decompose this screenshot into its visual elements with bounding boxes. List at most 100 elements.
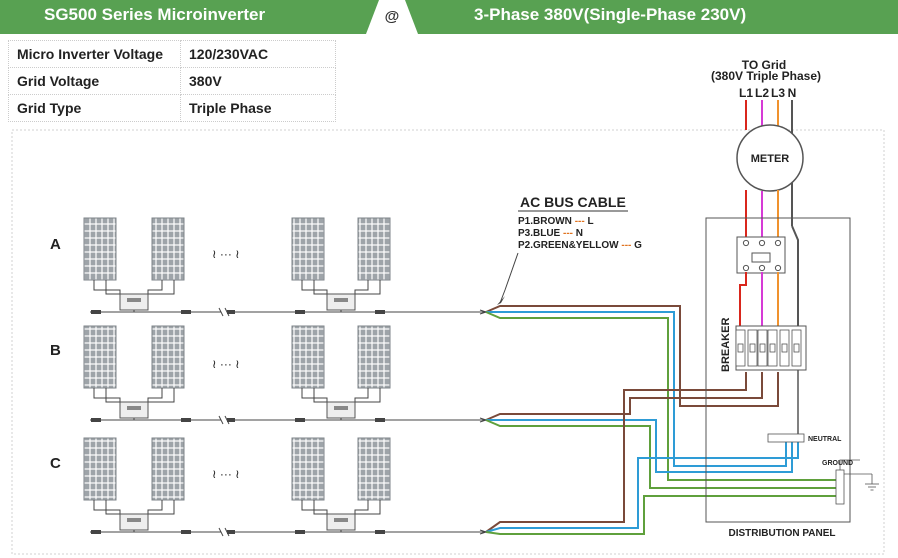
solar-panel: [291, 325, 325, 389]
trunk-connector-icon: [375, 418, 385, 422]
solar-panel: [291, 437, 325, 501]
header-bar: SG500 Series Microinverter @ 3-Phase 380…: [0, 0, 898, 34]
breaker-block: [735, 325, 860, 504]
trunk-connector-icon: [181, 530, 191, 534]
cable-legend-line: P3.BLUE --- N: [518, 228, 583, 239]
bus-wire-l-row-b: [485, 372, 763, 421]
trunk-connector-icon: [225, 310, 235, 314]
spec-value: Triple Phase: [180, 94, 336, 122]
solar-panel: [357, 325, 391, 389]
terminal-icon: [774, 239, 782, 247]
ground-feed-wire: [839, 459, 860, 470]
panel-label: DISTRIBUTION PANEL: [728, 528, 835, 539]
cable-code: G: [634, 240, 642, 251]
dc-lead: [313, 388, 333, 403]
dc-lead: [105, 388, 126, 403]
cable-color-name: P1.BROWN: [518, 216, 572, 227]
cable-color-name: P3.BLUE: [518, 228, 561, 239]
cable-legend-line: P2.GREEN&YELLOW --- G: [518, 240, 642, 251]
solar-panel: [357, 437, 391, 501]
spec-label: Grid Voltage: [8, 67, 181, 95]
dc-lead: [142, 280, 175, 295]
breaker-label: BREAKER: [720, 318, 732, 372]
row-label-c: C: [50, 455, 61, 472]
dc-lead: [354, 388, 369, 404]
cable-pointer-arrow: [497, 296, 505, 305]
trunk-connector-icon: [295, 418, 305, 422]
breaker-toggle-icon: [781, 343, 788, 353]
spec-label: Grid Type: [8, 94, 181, 122]
row-label-b: B: [50, 342, 61, 359]
solar-panel: [83, 437, 117, 501]
trunk-break-icon: [224, 527, 230, 537]
cable-code: L: [587, 216, 593, 227]
bus-wire-l-row-c: [485, 372, 747, 533]
cable-legend: P1.BROWN --- L P3.BLUE --- N P2.GREEN&YE…: [518, 216, 642, 251]
wire-fanout: [479, 309, 487, 313]
header-title-right: 3-Phase 380V(Single-Phase 230V): [474, 5, 747, 24]
dc-lead: [349, 388, 381, 403]
trunk-break-icon: [221, 309, 227, 315]
microinverter-label-icon: [127, 298, 141, 302]
spec-row: Grid Type Triple Phase: [8, 94, 336, 122]
trunk-connector-icon: [91, 310, 101, 314]
bus-wire-n-row-c: [485, 436, 799, 533]
solar-panel: [83, 217, 117, 281]
ground-bar: [835, 469, 845, 505]
neutral-bar: [767, 433, 805, 443]
dc-lead: [142, 500, 175, 515]
trunk-connector-icon: [91, 418, 101, 422]
trunk-connector-icon: [181, 310, 191, 314]
spec-row: Grid Voltage 380V: [8, 67, 336, 95]
phase-label-l3: L3: [771, 86, 785, 100]
microinverter-label-icon: [334, 518, 348, 522]
bus-wire-n-row-b: [486, 419, 793, 473]
wire-fanout: [479, 529, 487, 533]
spec-value: 120/230VAC: [180, 40, 336, 68]
solar-panel: [151, 217, 185, 281]
phase-label-l1: L1: [739, 86, 753, 100]
array-ellipsis: ≀ ··· ≀: [212, 357, 240, 371]
terminal-icon: [742, 239, 750, 247]
header-title-left: SG500 Series Microinverter: [44, 5, 266, 24]
spec-label: Micro Inverter Voltage: [8, 40, 181, 68]
switch-wire-n: [791, 225, 799, 328]
wire-fanout: [479, 419, 487, 423]
trunk-break-icon: [224, 307, 230, 317]
grid-title: TO Grid: [742, 58, 786, 72]
dc-lead: [313, 500, 333, 515]
cable-title: AC BUS CABLE: [520, 194, 626, 210]
bus-wire-g-row-c: [485, 495, 838, 535]
trunk-break-icon: [221, 417, 227, 423]
trunk-break-icon: [224, 415, 230, 425]
spec-row: Micro Inverter Voltage 120/230VAC: [8, 40, 336, 68]
dc-lead: [105, 280, 126, 295]
spec-table: Micro Inverter Voltage 120/230VAC Grid V…: [8, 40, 336, 122]
trunk-connector-icon: [225, 530, 235, 534]
array-ellipsis: ≀ ··· ≀: [212, 247, 240, 261]
wire-fanout: [479, 417, 487, 421]
wire-fanout: [479, 311, 487, 315]
phase-label-l2: L2: [755, 86, 769, 100]
wire-fanout: [479, 531, 487, 535]
trunk-connector-icon: [225, 418, 235, 422]
microinverter-label-icon: [334, 406, 348, 410]
dc-lead: [354, 280, 369, 296]
solar-panel: [357, 217, 391, 281]
terminal-icon: [774, 264, 782, 272]
cable-legend-line: P1.BROWN --- L: [518, 216, 594, 227]
breaker-toggle-icon: [759, 343, 766, 353]
dc-lead: [313, 280, 333, 295]
cable-color-name: P2.GREEN&YELLOW: [518, 240, 619, 251]
microinverter-label-icon: [127, 518, 141, 522]
neutral-label: NEUTRAL: [808, 436, 842, 443]
meter-label: METER: [751, 153, 790, 165]
microinverter-label-icon: [334, 298, 348, 302]
ac-bus-wires: [479, 305, 838, 535]
bus-wire-g-row-b: [485, 419, 838, 489]
dc-lead: [93, 280, 121, 296]
solar-panel: [291, 217, 325, 281]
dc-lead: [147, 280, 163, 296]
phase-label-n: N: [788, 86, 797, 100]
main-switch: [736, 236, 786, 274]
